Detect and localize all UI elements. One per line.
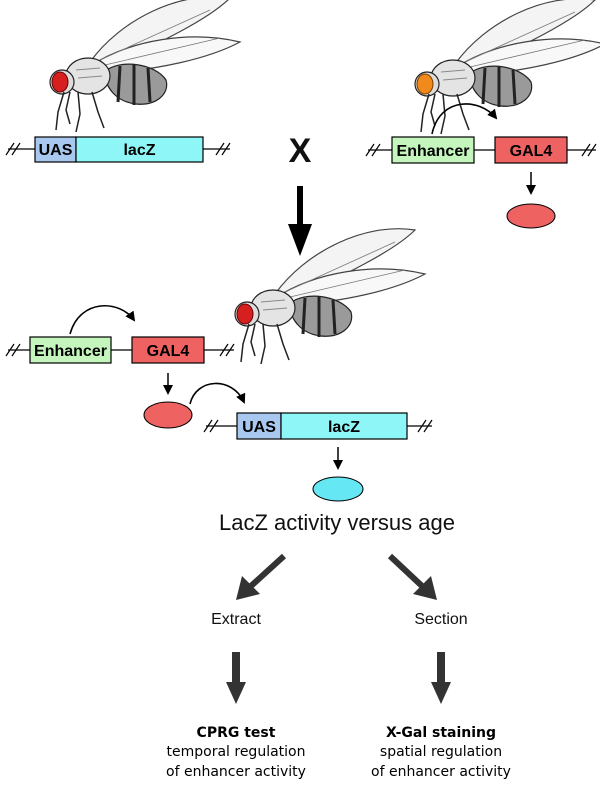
gal4-label: GAL4 [147,343,190,360]
branch-arrow-right [387,553,437,600]
cprg-line2: of enhancer activity [166,764,306,780]
uas-label: UAS [39,142,73,159]
result-left: CPRG test temporal regulation of enhance… [166,725,306,780]
lacz-label: lacZ [328,419,360,436]
gal4-box [131,336,205,364]
fly-progeny [233,227,427,366]
red-eye [51,71,69,93]
uas-box [236,412,282,440]
cross-symbol: X [289,132,312,170]
cprg-line1: temporal regulation [167,744,306,760]
orange-eye [416,73,434,95]
binding-arrow [189,382,246,405]
branch-arrow-left [236,553,287,600]
down-arrow-left [226,652,246,704]
uas-label: UAS [242,419,276,436]
enhancer-label: Enhancer [397,143,470,160]
cross-result-arrow [288,186,312,256]
down-arrow-right [431,652,451,704]
construct-uas-lacz-top: UAS lacZ [5,136,231,163]
lacz-box [280,412,408,440]
xgal-staining-title: X-Gal staining [386,725,496,741]
xgal-line1: spatial regulation [380,744,502,760]
progeny-red-eye [236,303,254,325]
gal4-protein [506,203,556,229]
construct-enhancer-gal4-progeny: Enhancer GAL4 [5,304,246,429]
xgal-line2: of enhancer activity [371,764,511,780]
fly-enhancer-gal4 [413,0,600,136]
extract-label: Extract [211,611,261,628]
enhancer-box [391,136,475,164]
result-right: X-Gal staining spatial regulation of enh… [371,725,511,780]
uas-box [34,136,77,163]
lacz-box [75,136,204,163]
gal4-label: GAL4 [510,143,553,160]
enhancer-label: Enhancer [34,343,107,360]
caption: LacZ activity versus age [219,510,455,535]
gal4-box [494,136,568,164]
cprg-test-title: CPRG test [197,725,276,741]
activation-arrow [431,103,498,135]
section-label: Section [414,611,467,628]
lacz-protein [312,476,364,502]
lacz-label: lacZ [123,142,155,159]
enhancer-box [29,336,112,364]
construct-enhancer-gal4-top: Enhancer GAL4 [365,103,597,229]
construct-uas-lacz-progeny: UAS lacZ [203,412,433,502]
fly-uas-lacz [48,0,242,134]
activation-arrow [69,304,136,335]
gal4-protein [143,401,193,429]
